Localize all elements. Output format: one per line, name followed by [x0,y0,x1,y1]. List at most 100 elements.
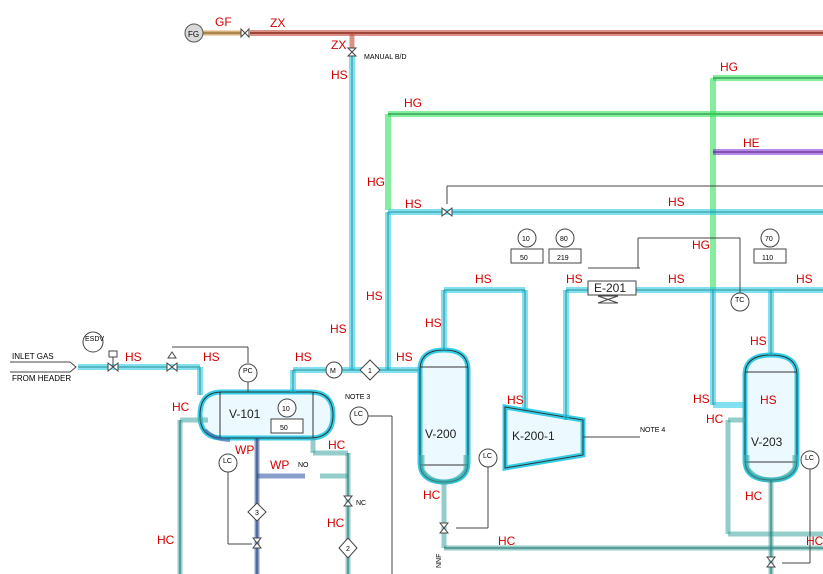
lc-label-v101-right: LC [354,411,363,418]
lc-label-v101: LC [223,458,232,465]
v101-outlet-line [290,367,420,392]
k200-circle-a-value: 10 [522,236,530,243]
zx-service-label-top: ZX [270,16,285,30]
tc-label: TC [735,297,744,304]
no-label: NO [298,462,309,469]
hs-service-label-header-right: HS [668,195,685,209]
fg-symbol [184,23,204,43]
diamond-3 [247,502,267,522]
pc-label: PC [243,368,253,375]
hc-service-label-bottom: HC [498,534,516,548]
hg-line-top [710,75,823,290]
k200-box-a-value: 50 [520,255,528,262]
zx-service-label-down: ZX [331,38,346,52]
hc-service-label-v200: HC [423,488,441,502]
hs-header-line [385,209,823,370]
from-header-label: FROM HEADER [12,374,71,383]
k200-circle-b-value: 80 [560,236,568,243]
v200-top-line [441,287,528,412]
hs-service-label-v203-top: HS [796,272,813,286]
hg-service-label-left: HG [367,175,385,189]
hs-service-label-inlet-2: HS [203,350,220,364]
hc-service-label-v101: HC [172,400,190,414]
k200-instrument-b [548,228,582,264]
e201-cooler [587,237,741,304]
hc-service-label-v101-low: HC [157,533,175,547]
hs-service-label-v203-up: HS [750,334,767,348]
hg-service-label-top: HG [720,60,738,74]
gf-valve [240,27,250,39]
v101-box-value: 50 [280,425,288,432]
hc-service-label-right: HC [327,516,345,530]
hc-service-label-v203-bottom: HC [745,489,763,503]
hc-service-label-mid: HC [328,438,346,452]
v203-box-value: 110 [762,255,773,262]
hs-service-label-v200-right: HS [425,316,442,330]
hs-service-label-mid-2: HS [330,322,347,336]
k200-tag: K-200-1 [512,429,555,443]
m-label: M [330,368,336,375]
inlet-control-valve [166,346,249,373]
esdv-valve [82,331,119,373]
v203-tag: V-203 [751,435,783,449]
hs-service-label-e201-out: HS [668,272,685,286]
v101-instrument [270,398,304,434]
inlet-line [10,361,200,373]
lc-label-v200: LC [483,453,492,460]
k200-box-b-value: 219 [557,255,569,262]
hs-service-label-header-left: HS [405,197,422,211]
hg-service-label-mid: HG [404,96,422,110]
hs-service-label-k200-in: HS [507,393,524,407]
v203-feed-line [710,290,745,408]
esdv-label: ESDV [85,336,104,343]
fg-label: FG [188,30,199,39]
wp-service-label-2: WP [270,458,289,472]
hs-service-label-feed: HS [396,350,413,364]
v203-instrument [753,228,787,264]
diamond-2 [338,537,358,559]
v200-lc [438,448,498,534]
v101-lc [218,453,252,545]
k200-compressor [502,404,640,471]
gf-service-label: GF [215,15,232,29]
e201-tag: E-201 [594,281,626,295]
v101-lc2 [349,406,393,574]
hs-service-label-pc: HS [295,350,312,364]
v203-vessel [742,352,800,483]
v203-lc [765,450,820,568]
hs-service-label-mid-1: HS [366,289,383,303]
v200-tag: V-200 [425,427,457,441]
nc-label: NC [356,500,366,507]
hs-service-label-k200-up: HS [566,272,583,286]
hg-line-mid [385,111,823,210]
zx-line [250,30,823,48]
v101-circle-value: 10 [282,406,290,413]
hc-service-label-v203-left: HC [706,412,724,426]
v200-bottom-line [441,482,823,551]
header-valve [441,185,823,218]
hs-service-label-inlet-1: HS [125,350,142,364]
hs-service-label-v203-right: HS [760,393,777,407]
manual-bd-valve [346,47,358,57]
nnf-label: NNF [436,554,443,568]
diamond-1 [359,359,381,381]
diamond-3-label: 3 [255,510,259,517]
wp-valve [251,537,263,549]
manual-bd-label: MANUAL B/D [364,54,407,61]
v101-hc-line [177,417,208,574]
pc-instrument [238,363,258,392]
k200-instrument-a [510,228,544,264]
m-symbol [325,361,343,379]
hs-service-label-v203-left: HS [693,392,710,406]
nc-valve [342,495,354,507]
v203-circle-value: 70 [765,236,773,243]
v101-tag: V-101 [229,407,261,421]
wp-service-label-1: WP [235,443,254,457]
he-service-label: HE [743,136,760,150]
hs-service-label-v200-top: HS [475,272,492,286]
hs-service-label-vertical: HS [331,68,348,82]
tc-instrument [730,292,750,312]
note3-label: NOTE 3 [345,394,370,401]
hg-service-label-e201: HG [692,238,710,252]
